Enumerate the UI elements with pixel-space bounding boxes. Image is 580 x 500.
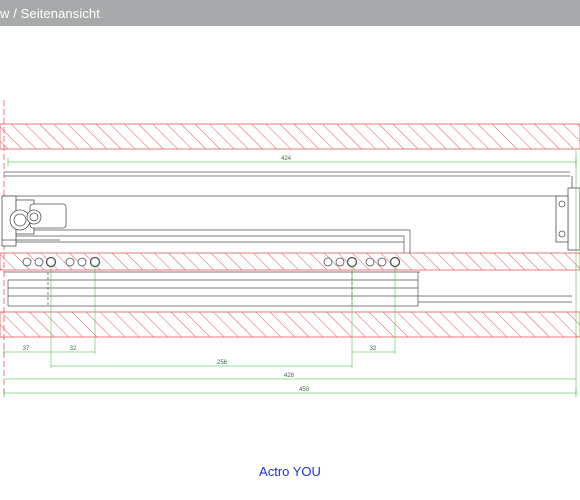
- dimension-top: 424: [7, 156, 577, 166]
- holes-right: [323, 256, 401, 268]
- technical-drawing: 424: [0, 100, 580, 397]
- dimension-top-label: 424: [281, 156, 292, 162]
- extension-lines: [50, 150, 577, 395]
- dimension-32-left-label: 32: [70, 346, 77, 352]
- page-title: w / Seitenansicht: [0, 6, 100, 21]
- left-coupling: [1, 195, 67, 247]
- dimension-32-right-label: 32: [370, 346, 377, 352]
- bottom-panel: [0, 311, 580, 338]
- dimension-256-label: 256: [217, 360, 228, 366]
- dimension-428-label: 428: [284, 373, 295, 379]
- dimension-row-1: [3, 349, 395, 355]
- dimension-450-label: 450: [299, 387, 310, 393]
- dimension-450: [3, 389, 577, 397]
- middle-panel: [0, 252, 580, 271]
- right-bracket: [555, 176, 580, 251]
- dimension-37-label: 37: [23, 346, 30, 352]
- header-bar: w / Seitenansicht: [0, 0, 580, 26]
- product-name: Actro YOU: [259, 464, 321, 479]
- top-panel: [0, 123, 580, 150]
- runner-body: [4, 171, 572, 307]
